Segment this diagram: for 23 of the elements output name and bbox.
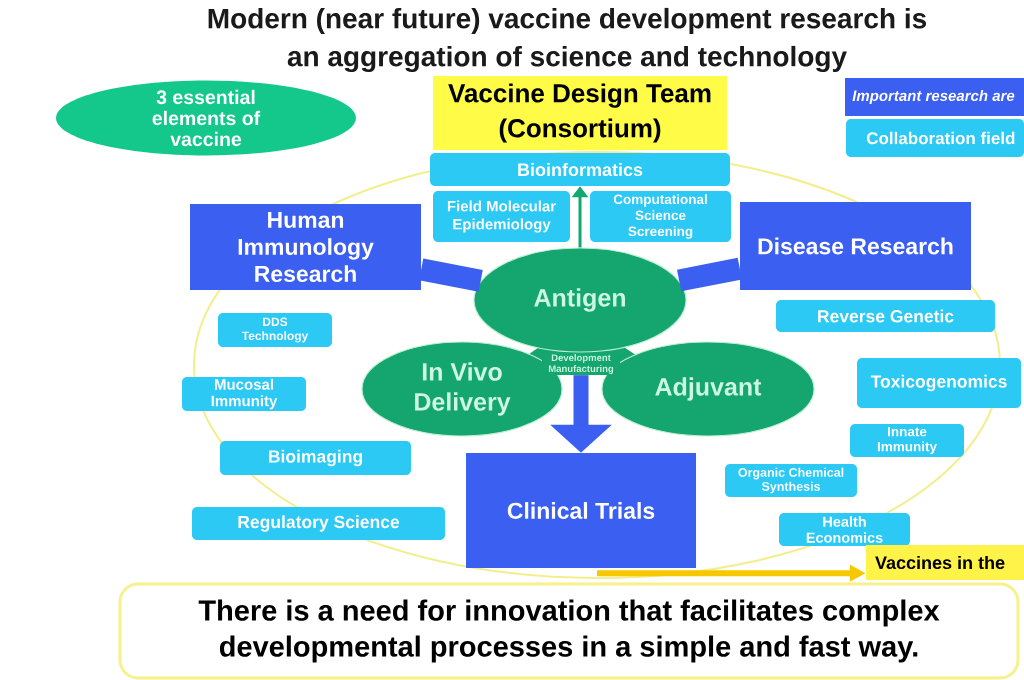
topic-box: Innate Immunity (850, 424, 964, 457)
legend-text: Collaboration field (866, 131, 1015, 145)
topic-box: Field Molecular Epidemiology (433, 191, 570, 242)
legend-text: Important research are (852, 90, 1015, 104)
topic-box: Health Economics (779, 513, 910, 546)
area-box: Human Immunology Research (190, 204, 421, 290)
header-box: Vaccine Design Team (Consortium) (433, 76, 727, 150)
topic-box: Computational Science Screening (590, 191, 731, 242)
note-box: There is a need for innovation that facilitates complex developmental processes in a simple and fast way. (118, 582, 1020, 680)
topic-box: Mucosal Immunity (182, 377, 306, 411)
topic-box: Organic Chemical Synthesis (725, 464, 857, 497)
topic-box: Toxicogenomics (857, 358, 1021, 408)
topic-box: Reverse Genetic (776, 300, 995, 332)
topic-box: DDS Technology (218, 313, 332, 347)
oval-label: 3 essential elements of vaccine (56, 80, 356, 156)
topic-box: Regulatory Science (192, 507, 445, 540)
area-box: Clinical Trials (466, 453, 696, 568)
center-label: Development Manufacturing (542, 353, 620, 375)
area-box: Disease Research (740, 202, 971, 290)
title: Modern (near future) vaccine development research is an aggregation of science and technology (208, 7, 927, 73)
tag-box: Vaccines in the (866, 545, 1024, 580)
topic-box: Bioinformatics (430, 153, 730, 186)
topic-box: Bioimaging (220, 441, 411, 475)
